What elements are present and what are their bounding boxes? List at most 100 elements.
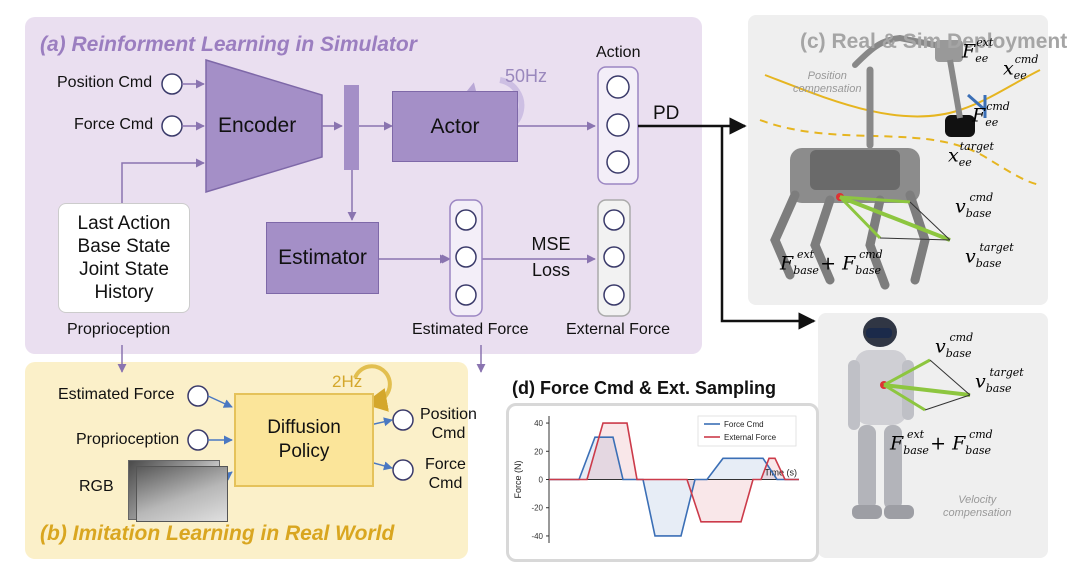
- math-h-f-base-ext-base: F: [890, 432, 904, 455]
- math-v-base-target-base: v: [965, 245, 976, 268]
- force-cmd-label: Force Cmd: [74, 116, 154, 133]
- proprio-state-box: Last Action Base State Joint State Histo…: [58, 203, 190, 313]
- math-x-ee-cmd-sub: ee: [1013, 69, 1027, 83]
- diffusion-policy-block: Diffusion Policy: [234, 393, 374, 487]
- y-tick-label-2: 0: [539, 476, 544, 485]
- position-cmd-label: Position Cmd: [57, 74, 153, 91]
- math-f-ee-cmd-sub: ee: [985, 116, 999, 130]
- actor-rate-label: 50Hz: [505, 66, 548, 86]
- b-position-cmd-port: [392, 409, 414, 431]
- math-base-forces-quad: Fbaseext + Fbasecmd: [780, 248, 883, 278]
- legend-label-1: External Force: [724, 433, 777, 442]
- latent-bar: [344, 85, 359, 170]
- b-estimated-force-label: Estimated Force: [58, 386, 175, 403]
- state-line-history: History: [94, 282, 154, 303]
- math-f-base-ext-sup: ext: [796, 248, 815, 261]
- math-f-base-cmd-sub: base: [855, 264, 882, 278]
- math-x-ee-target-sup: target: [959, 140, 994, 153]
- panel-d-title: (d) Force Cmd & Ext. Sampling: [512, 378, 777, 398]
- rgb-label: RGB: [79, 478, 114, 495]
- series-line-0: [549, 436, 799, 537]
- actor-label: Actor: [430, 114, 480, 138]
- math-h-f-base-ext-sub: base: [903, 444, 929, 458]
- b-position-line-2: Cmd: [431, 425, 466, 442]
- force-cmd-port: [161, 115, 183, 137]
- humanoid-robot-illustration: [848, 317, 971, 519]
- estimated-force-label: Estimated Force: [412, 321, 529, 338]
- math-v-base-target-quad: vbasetarget: [965, 241, 1014, 270]
- math-x-ee-cmd-base: x: [1003, 57, 1014, 80]
- math-h-f-base-cmd-sub: base: [965, 444, 992, 458]
- y-tick-label-0: -40: [531, 532, 543, 541]
- math-f-ee-ext-sup: ext: [976, 36, 994, 49]
- external-force-label: External Force: [566, 321, 671, 338]
- math-h-f-base-cmd-sup: cmd: [969, 428, 993, 441]
- velocity-comp-line-1: Velocity: [958, 494, 997, 506]
- math-f-ee-cmd: Fee cmd: [972, 100, 1010, 130]
- math-f-base-cmd-base: F: [842, 252, 856, 275]
- actor-block: Actor: [392, 91, 518, 162]
- math-h-v-base-target-sup: target: [989, 366, 1024, 379]
- math-f-base-ext-base: F: [780, 252, 794, 275]
- math-h-v-base-cmd-sup: cmd: [949, 331, 974, 344]
- position-comp-line-2: compensation: [793, 83, 862, 95]
- math-h-plus: +: [930, 432, 947, 455]
- position-cmd-port: [161, 73, 183, 95]
- math-x-ee-target-base: x: [948, 144, 959, 167]
- math-x-ee-target-sub: ee: [958, 156, 972, 170]
- y-axis-label: Force (N): [513, 460, 523, 498]
- rgb-image-thumbnail-front: [136, 466, 228, 522]
- b-force-line-2: Cmd: [428, 475, 463, 492]
- math-f-base-ext-sub: base: [793, 264, 819, 278]
- b-proprioception-label: Proprioception: [76, 431, 180, 448]
- diffusion-label-1: Diffusion: [267, 417, 341, 438]
- math-x-ee-cmd-sup: cmd: [1014, 53, 1039, 66]
- b-force-cmd-port: [392, 459, 414, 481]
- math-v-base-target-humanoid: vbasetarget: [975, 366, 1024, 396]
- encoder-label: Encoder: [218, 114, 297, 137]
- b-estimated-force-port: [187, 385, 209, 407]
- math-f-ee-cmd-base: F: [972, 104, 986, 127]
- math-f-ee-ext: Fee ext: [962, 36, 993, 66]
- series-line-1: [549, 422, 799, 523]
- math-v-base-cmd-quad: vbasecmd: [955, 191, 993, 220]
- b-position-line-1: Position: [420, 406, 477, 423]
- mse-label-2: Loss: [531, 260, 571, 280]
- y-tick-label-1: -20: [531, 504, 543, 513]
- position-comp-line-1: Position: [807, 70, 847, 82]
- position-compensation-label: Position compensation: [793, 70, 862, 96]
- y-tick-label-4: 40: [534, 419, 543, 428]
- math-x-ee-cmd: xee cmd: [1003, 53, 1038, 83]
- series-area-0: [549, 437, 799, 536]
- proprioception-label: Proprioception: [67, 321, 171, 338]
- velocity-compensation-label: Velocity compensation: [943, 494, 1012, 520]
- state-line-last-action: Last Action: [77, 213, 171, 234]
- action-label: Action: [596, 44, 641, 61]
- estimator-block: Estimator: [266, 222, 379, 294]
- legend-label-0: Force Cmd: [724, 420, 764, 429]
- encoder-block: [205, 58, 323, 194]
- b-force-line-1: Force: [425, 456, 466, 473]
- math-f-ee-cmd-sup: cmd: [986, 100, 1010, 113]
- math-h-v-base-cmd-base: v: [935, 335, 946, 358]
- diffusion-label-2: Policy: [278, 441, 330, 462]
- math-h-v-base-target-sub: base: [985, 382, 1012, 396]
- math-x-ee-target: xee target: [948, 140, 994, 170]
- b-proprioception-port: [187, 429, 209, 451]
- quadruped-robot-illustration: [759, 34, 1041, 290]
- state-line-joint-state: Joint State: [79, 259, 169, 280]
- estimator-label: Estimator: [278, 246, 367, 269]
- panel-a-title: (a) Reinforment Learning in Simulator: [40, 33, 417, 56]
- legend-box: [697, 415, 797, 447]
- math-base-forces-humanoid: Fbaseext + Fbasecmd: [890, 428, 993, 458]
- diffusion-rate-label: 2Hz: [332, 372, 363, 391]
- y-tick-label-3: 20: [534, 447, 543, 456]
- math-f-ee-ext-base: F: [962, 40, 976, 63]
- b-position-cmd-output: Position Cmd: [420, 405, 477, 443]
- math-f-ee-ext-sub: ee: [975, 52, 989, 66]
- b-force-cmd-output: Force Cmd: [425, 455, 466, 493]
- math-plus: +: [820, 252, 837, 275]
